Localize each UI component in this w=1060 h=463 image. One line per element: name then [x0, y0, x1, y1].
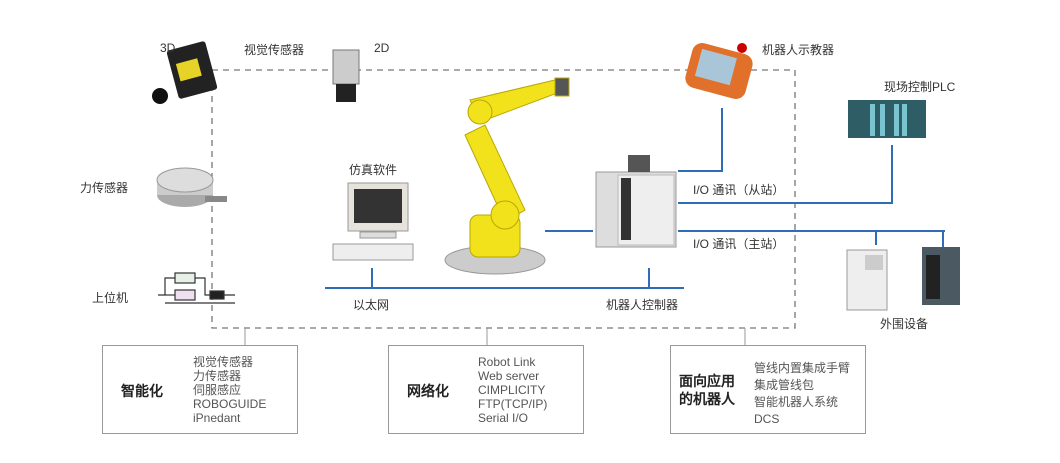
label-force-sensor: 力传感器 [80, 181, 129, 195]
2d-vision-sensor-image [332, 49, 360, 102]
label-2d: 2D [374, 41, 390, 55]
host-circuit-image [158, 272, 235, 304]
plc-image [848, 100, 926, 138]
label-teach-pendant: 机器人示教器 [762, 43, 835, 57]
industrial-robot-image [444, 77, 570, 275]
application-robot-box: 面向应用 的机器人 管线内置集成手臂 集成管线包 智能机器人系统 DCS [670, 345, 866, 434]
label-plc: 现场控制PLC [884, 80, 956, 94]
list-item: FTP(TCP/IP) [478, 397, 548, 411]
peripheral-pc-tower-image [846, 249, 888, 311]
simulation-computer-image [332, 182, 414, 261]
teach-pendant-image [685, 43, 753, 99]
list-item: DCS [754, 412, 780, 426]
box-title: 智能化 [121, 383, 163, 399]
box-connectors [244, 328, 746, 345]
list-item: Serial I/O [478, 411, 529, 425]
robot-controller-image [595, 155, 677, 248]
label-ethernet: 以太网 [353, 298, 390, 312]
box-title: 网络化 [407, 383, 449, 399]
3d-vision-sensor-image [152, 41, 218, 104]
label-simulation-software: 仿真软件 [349, 163, 398, 177]
list-item: 伺服感应 [193, 383, 242, 397]
list-item: 力传感器 [193, 369, 242, 383]
label-vision-sensor: 视觉传感器 [244, 43, 305, 57]
box-title-line1: 面向应用 [679, 373, 735, 389]
box-title-line2: 的机器人 [679, 391, 735, 407]
list-item: ROBOGUIDE [193, 397, 267, 411]
list-item: Web server [478, 369, 540, 383]
list-item: 集成管线包 [754, 378, 815, 392]
peripheral-io-module-image [922, 247, 960, 305]
force-sensor-image [156, 167, 227, 207]
label-io-master: I/O 通讯（主站） [693, 237, 785, 251]
list-item: 视觉传感器 [193, 355, 254, 369]
list-item: CIMPLICITY [478, 383, 546, 397]
list-item: 智能机器人系统 [754, 395, 839, 409]
label-robot-controller: 机器人控制器 [606, 298, 679, 312]
communication-lines [325, 108, 945, 289]
list-item: Robot Link [478, 355, 536, 369]
intelligence-box: 智能化 视觉传感器 力传感器 伺服感应 ROBOGUIDE iPnedant [102, 345, 298, 434]
list-item: 管线内置集成手臂 [754, 361, 851, 375]
label-host: 上位机 [92, 291, 129, 305]
label-io-slave: I/O 通讯（从站） [693, 183, 785, 197]
list-item: iPnedant [193, 411, 241, 425]
networking-box: 网络化 Robot Link Web server CIMPLICITY FTP… [388, 345, 584, 434]
label-peripherals: 外围设备 [880, 317, 929, 331]
label-3d: 3D [160, 41, 176, 55]
